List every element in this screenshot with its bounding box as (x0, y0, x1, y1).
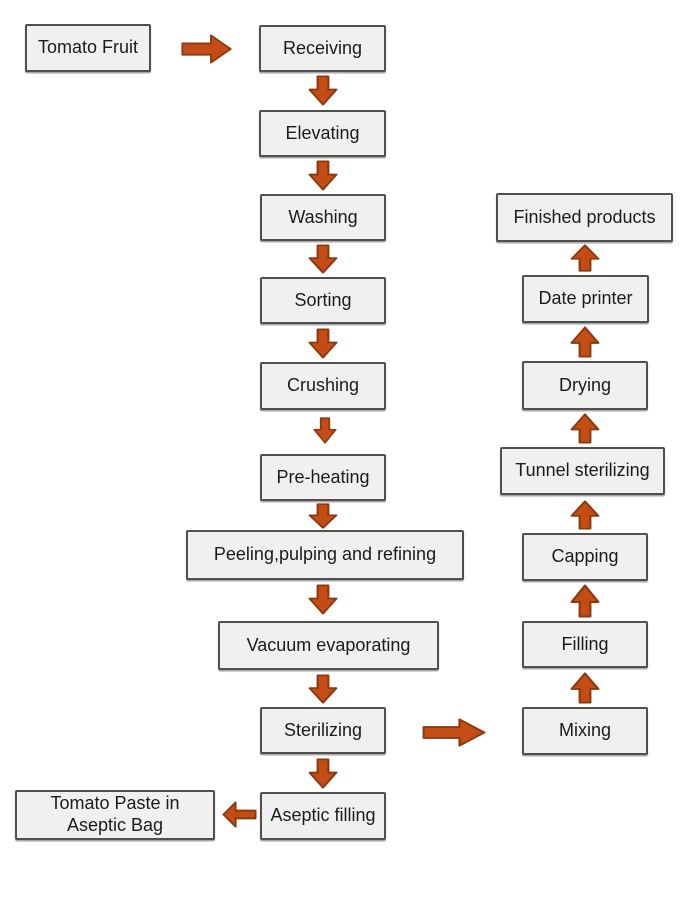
node-sorting: Sorting (260, 277, 386, 324)
node-label: Elevating (285, 122, 360, 143)
node-crushing: Crushing (260, 362, 386, 410)
node-tomato-paste-in-aseptic-bag: Tomato Paste in Aseptic Bag (15, 790, 215, 840)
node-label: Washing (288, 206, 358, 227)
arrow-down-icon (308, 328, 338, 359)
node-filling: Filling (522, 621, 648, 668)
node-label: Crushing (286, 375, 360, 396)
node-aseptic-filling: Aseptic filling (260, 792, 386, 840)
arrow-down-icon (308, 244, 338, 274)
arrow-up-icon (570, 672, 600, 704)
arrow-left-icon (222, 801, 257, 828)
node-tomato-fruit: Tomato Fruit (25, 24, 151, 72)
node-label: Receiving (282, 37, 363, 58)
arrow-up-icon (570, 584, 600, 618)
node-label: Mixing (558, 720, 611, 741)
node-label: Tomato Paste in Aseptic Bag (50, 793, 180, 835)
node-label: Date printer (538, 288, 633, 309)
arrow-down-icon (308, 758, 338, 789)
node-label: Finished products (513, 206, 656, 227)
arrow-right-icon (422, 718, 486, 747)
node-sterilizing: Sterilizing (260, 707, 386, 754)
node-label: Sterilizing (283, 719, 363, 740)
arrow-right-icon (181, 34, 232, 64)
node-label: Pre-heating (276, 466, 370, 487)
arrow-down-icon (308, 160, 338, 191)
arrow-up-icon (570, 413, 600, 444)
node-label: Tunnel sterilizing (515, 460, 650, 481)
node-mixing: Mixing (522, 707, 648, 755)
node-label: Capping (551, 546, 619, 567)
node-label: Aseptic filling (270, 805, 376, 826)
node-vacuum-evaporating: Vacuum evaporating (218, 621, 439, 670)
node-label: Tomato Fruit (37, 37, 139, 58)
arrow-down-icon (313, 417, 337, 444)
node-elevating: Elevating (259, 110, 386, 157)
node-label: Drying (558, 374, 611, 395)
node-drying: Drying (522, 361, 648, 410)
node-label: Filling (561, 633, 609, 654)
node-label: Vacuum evaporating (246, 634, 411, 655)
arrow-down-icon (308, 75, 338, 106)
node-pre-heating: Pre-heating (260, 454, 386, 501)
node-label: Sorting (294, 289, 352, 310)
arrow-up-icon (570, 500, 600, 530)
node-peeling-pulping-refining: Peeling,pulping and refining (186, 530, 464, 580)
arrow-up-icon (570, 244, 600, 272)
node-date-printer: Date printer (522, 275, 649, 323)
node-capping: Capping (522, 533, 648, 581)
node-tunnel-sterilizing: Tunnel sterilizing (500, 447, 665, 495)
arrow-down-icon (308, 584, 338, 615)
arrow-down-icon (308, 674, 338, 704)
node-washing: Washing (260, 194, 386, 241)
arrow-up-icon (570, 326, 600, 358)
node-receiving: Receiving (259, 25, 386, 72)
arrow-down-icon (308, 503, 338, 529)
node-label: Peeling,pulping and refining (213, 544, 437, 565)
node-finished-products: Finished products (496, 193, 673, 242)
